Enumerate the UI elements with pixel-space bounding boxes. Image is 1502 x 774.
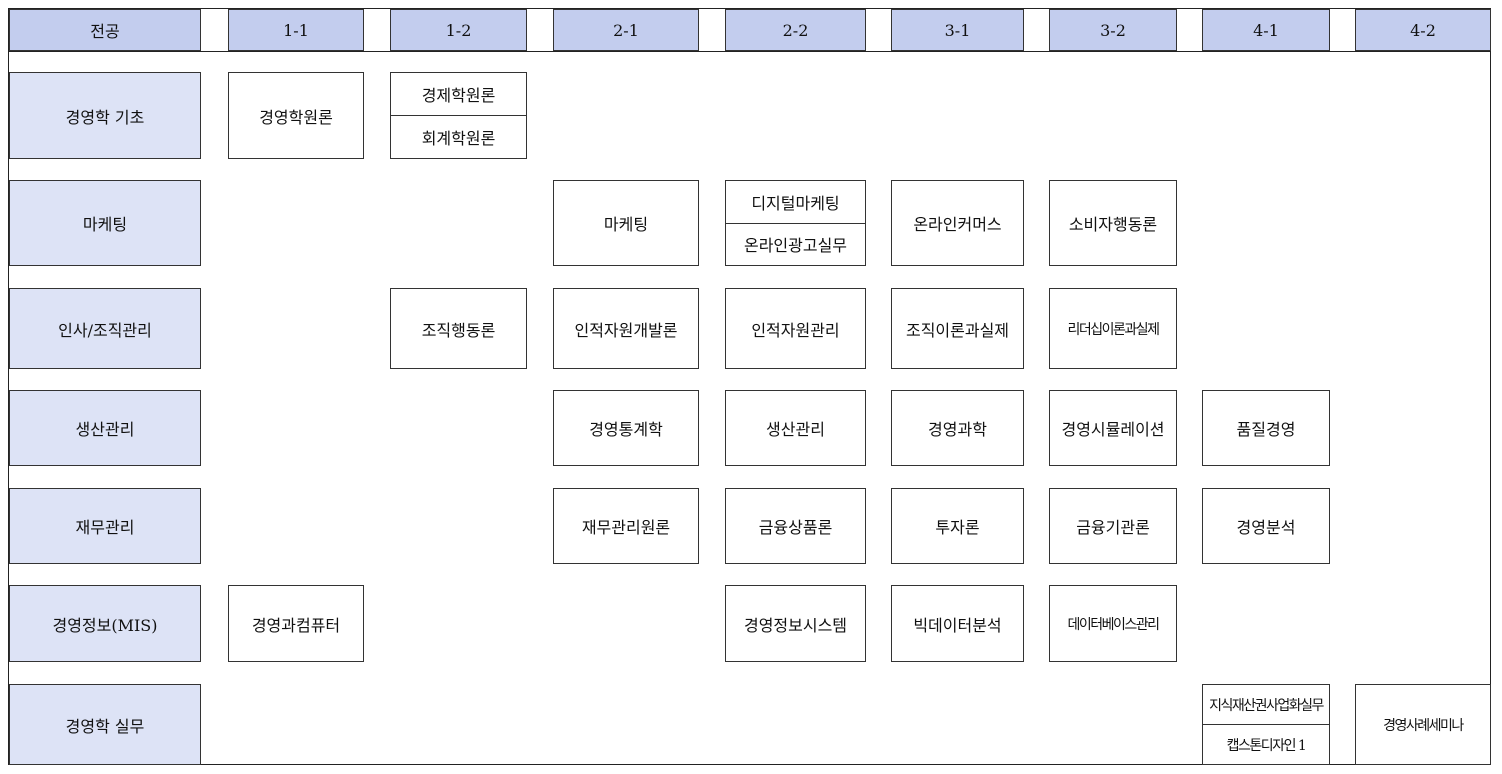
header-cell-3-1: 3-1 (891, 9, 1024, 51)
cell-text: 2-1 (613, 20, 639, 40)
cell-text: 디지털마케팅 (751, 193, 840, 213)
category-cell: 재무관리 (9, 488, 201, 564)
course-cell-3-1: 조직이론과실제 (891, 288, 1024, 369)
cell-text: 경영정보시스템 (743, 615, 848, 635)
cell-text: 4-1 (1253, 20, 1279, 40)
category-cell: 경영학 실무 (9, 684, 201, 765)
header-divider (8, 51, 1491, 52)
cell-text: 마케팅 (82, 215, 128, 234)
cell-text: 온라인커머스 (913, 215, 1002, 234)
category-cell: 경영정보(MIS) (9, 585, 201, 662)
header-cell-4-2: 4-2 (1355, 9, 1491, 51)
course-cell-2-1: 마케팅 (553, 180, 699, 266)
cell-text: 2-2 (782, 20, 809, 40)
course-cell-4-1: 경영분석 (1202, 488, 1330, 564)
header-cell-2-1: 2-1 (553, 9, 699, 51)
cell-text: 품질경영 (1236, 420, 1296, 439)
cell-text: 전공 (90, 22, 120, 41)
cell-text: 경영사례세미나 (1383, 717, 1464, 734)
course-cell-2-2: 생산관리 (725, 390, 866, 466)
course-cell-3-1: 경영과학 (891, 390, 1024, 466)
cell-text: 지식재산권사업화실무 (1209, 697, 1324, 714)
cell-text: 마케팅 (603, 215, 649, 234)
course-cell-3-1: 온라인커머스 (891, 180, 1024, 266)
header-cell-1-2: 1-2 (390, 9, 527, 51)
header-cell-전공: 전공 (9, 9, 201, 51)
cell-text: 경영학 실무 (65, 716, 145, 736)
course-cell-4-2: 경영사례세미나 (1355, 684, 1491, 765)
course-cell-3-2: 데이터베이스관리 (1049, 585, 1177, 662)
course-cell-3-2: 금융기관론 (1049, 488, 1177, 564)
course-cell-1-1: 경영학원론 (228, 72, 364, 159)
course-cell-1-2: 조직행동론 (390, 288, 527, 369)
cell-text: 리더십이론과실제 (1067, 321, 1160, 338)
cell-text: 소비자행동론 (1068, 215, 1158, 234)
cell-text: 4-2 (1410, 20, 1436, 40)
cell-text: 조직행동론 (421, 320, 496, 340)
cell-text: 1-2 (445, 20, 472, 40)
header-cell-1-1: 1-1 (228, 9, 364, 51)
cell-text: 경제학원론 (421, 86, 496, 105)
category-cell: 생산관리 (9, 390, 201, 466)
cell-text: 경영학원론 (259, 107, 333, 127)
course-cell-2-2: 인적자원관리 (725, 288, 866, 369)
cell-text: 1-1 (283, 20, 309, 40)
cell-text: 경영과학 (928, 420, 987, 439)
cell-text: 조직이론과실제 (905, 320, 1010, 340)
cell-text: 인적자원개발론 (574, 320, 678, 340)
category-cell: 경영학 기초 (9, 72, 201, 159)
course-cell-3-2: 경영시뮬레이션 (1049, 390, 1177, 466)
cell-text: 경영통계학 (589, 420, 663, 439)
cell-text: 데이터베이스관리 (1067, 616, 1160, 633)
cell-text: 경영분석 (1236, 518, 1296, 537)
category-cell: 인사/조직관리 (9, 288, 201, 369)
cell-text: 인적자원관리 (751, 320, 840, 340)
course-cell-3-2: 소비자행동론 (1049, 180, 1177, 266)
cell-text: 인사/조직관리 (58, 320, 152, 340)
course-cell-4-1: 품질경영 (1202, 390, 1330, 466)
cell-text: 캡스톤디자인 1 (1203, 724, 1329, 764)
cell-text: 경영학 기초 (65, 107, 145, 127)
cell-text: 생산관리 (75, 420, 135, 439)
cell-text: 생산관리 (766, 420, 825, 439)
course-cell-3-2: 리더십이론과실제 (1049, 288, 1177, 369)
cell-text: 경영과컴퓨터 (251, 615, 341, 635)
cell-text: 투자론 (935, 518, 980, 537)
cell-text: 경영시뮬레이션 (1061, 420, 1165, 439)
cell-text: 금융상품론 (758, 518, 833, 537)
cell-text: 회계학원론 (391, 115, 526, 158)
cell-text: 온라인광고실무 (726, 222, 865, 266)
course-cell-3-1: 빅데이터분석 (891, 585, 1024, 662)
cell-text: 빅데이터분석 (913, 615, 1002, 635)
course-cell-1-1: 경영과컴퓨터 (228, 585, 364, 662)
header-cell-3-2: 3-2 (1049, 9, 1177, 51)
header-cell-2-2: 2-2 (725, 9, 866, 51)
cell-text: 3-1 (944, 20, 971, 40)
course-cell-2-1: 인적자원개발론 (553, 288, 699, 369)
header-cell-4-1: 4-1 (1202, 9, 1330, 51)
category-cell: 마케팅 (9, 180, 201, 266)
course-cell-3-1: 투자론 (891, 488, 1024, 564)
curriculum-frame (8, 8, 1491, 765)
cell-text: 금융기관론 (1076, 518, 1150, 537)
course-cell-2-2: 금융상품론 (725, 488, 866, 564)
cell-text: 경영정보(MIS) (52, 615, 158, 635)
course-cell-2-1: 재무관리원론 (553, 488, 699, 564)
cell-text: 재무관리원론 (581, 518, 671, 537)
cell-text: 재무관리 (75, 518, 135, 537)
course-cell-2-1: 경영통계학 (553, 390, 699, 466)
cell-text: 3-2 (1100, 20, 1126, 40)
course-cell-2-2: 경영정보시스템 (725, 585, 866, 662)
